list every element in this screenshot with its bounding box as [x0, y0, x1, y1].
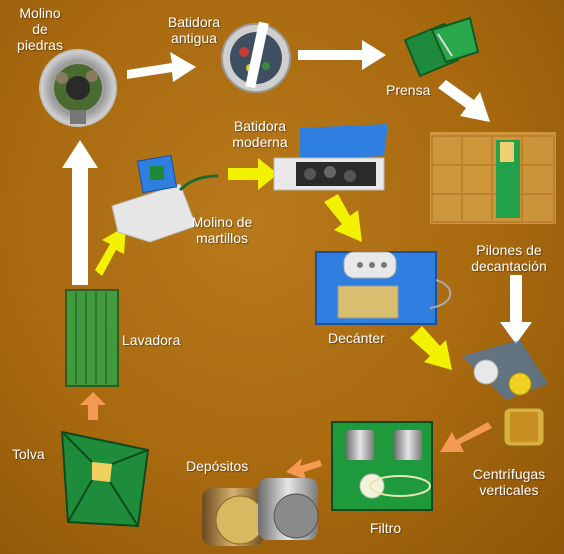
label-centrifugas-verticales: Centrífugas verticales — [464, 466, 554, 498]
label-molino-de-martillos: Molino de martillos — [178, 214, 266, 246]
label-prensa: Prensa — [386, 82, 431, 98]
label-decanter: Decánter — [328, 330, 385, 346]
label-line: Pilones de — [476, 242, 542, 258]
decanter-model — [315, 251, 452, 325]
label-batidora-antigua: Batidora antigua — [152, 14, 236, 46]
depositos-model — [202, 478, 319, 546]
arrow-prensa-to-pilones — [438, 80, 490, 122]
label-line: verticales — [479, 482, 539, 498]
pilones-decantacion-model — [430, 132, 556, 224]
centrifugas-verticales-model — [462, 340, 548, 447]
label-filtro: Filtro — [370, 520, 402, 536]
molino-de-piedras-model — [39, 49, 117, 127]
label-line: piedras — [17, 37, 63, 53]
label-molino-de-piedras: Molino de piedras — [4, 5, 76, 53]
arrow-molino-to-batidora-antigua — [127, 52, 196, 82]
tolva-model — [60, 430, 150, 528]
prensa-model — [403, 16, 480, 78]
arrow-lavadora-to-molino-piedras — [62, 140, 98, 285]
batidora-moderna-model — [273, 124, 388, 191]
label-line: Batidora — [233, 118, 287, 134]
arrow-filtro-to-depositos — [286, 458, 322, 480]
arrow-centrifugas-to-filtro — [440, 422, 492, 452]
label-line: Molino de — [191, 214, 253, 230]
label-depositos: Depósitos — [186, 458, 249, 474]
label-line: Batidora — [167, 14, 221, 30]
arrow-batidora-moderna-to-decanter — [324, 194, 362, 242]
batidora-antigua-model — [221, 21, 291, 93]
arrow-decanter-to-centrifugas — [410, 326, 452, 370]
label-line: Molino — [19, 5, 61, 21]
arrow-pilones-to-centrifugas — [500, 275, 532, 344]
arrow-batidora-antigua-to-prensa — [298, 40, 386, 70]
filtro-model — [331, 421, 433, 511]
label-pilones-de-decantacion: Pilones de decantación — [462, 242, 556, 274]
label-line: martillos — [195, 230, 249, 246]
arrow-lavadora-to-molino-martillos — [95, 226, 126, 276]
label-tolva: Tolva — [12, 446, 45, 462]
arrow-molino-martillos-to-batidora-moderna — [228, 158, 278, 190]
lavadora-model — [65, 289, 119, 387]
molino-de-martillos-model — [111, 154, 219, 243]
label-line: decantación — [471, 258, 547, 274]
label-line: Centrífugas — [472, 466, 546, 482]
label-line: moderna — [232, 134, 288, 150]
label-batidora-moderna: Batidora moderna — [224, 118, 296, 150]
label-lavadora: Lavadora — [122, 332, 181, 348]
label-line: antigua — [171, 30, 217, 46]
label-line: de — [32, 21, 48, 37]
arrow-tolva-to-lavadora — [80, 392, 106, 420]
